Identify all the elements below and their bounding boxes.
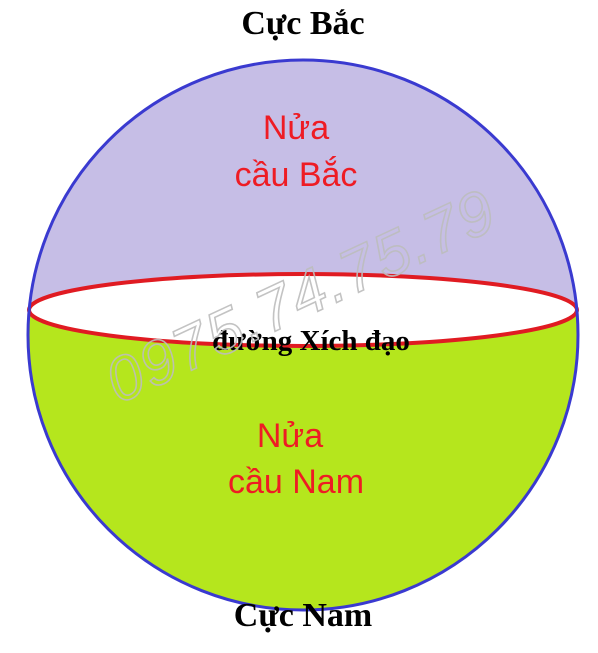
equator-label: đường Xích đạo	[212, 325, 410, 357]
sphere-outline	[26, 58, 580, 612]
northern-hemisphere-label-line1: Nửa	[263, 109, 329, 147]
south-pole-label: Cực Nam	[234, 597, 372, 634]
southern-hemisphere	[28, 310, 578, 610]
southern-hemisphere-label-line1: Nửa	[257, 417, 323, 455]
north-pole-label: Cực Bắc	[241, 5, 364, 42]
northern-hemisphere	[29, 60, 577, 310]
northern-hemisphere-label-line2: cầu Bắc	[235, 156, 358, 194]
southern-hemisphere-label-line2: cầu Nam	[228, 463, 364, 501]
